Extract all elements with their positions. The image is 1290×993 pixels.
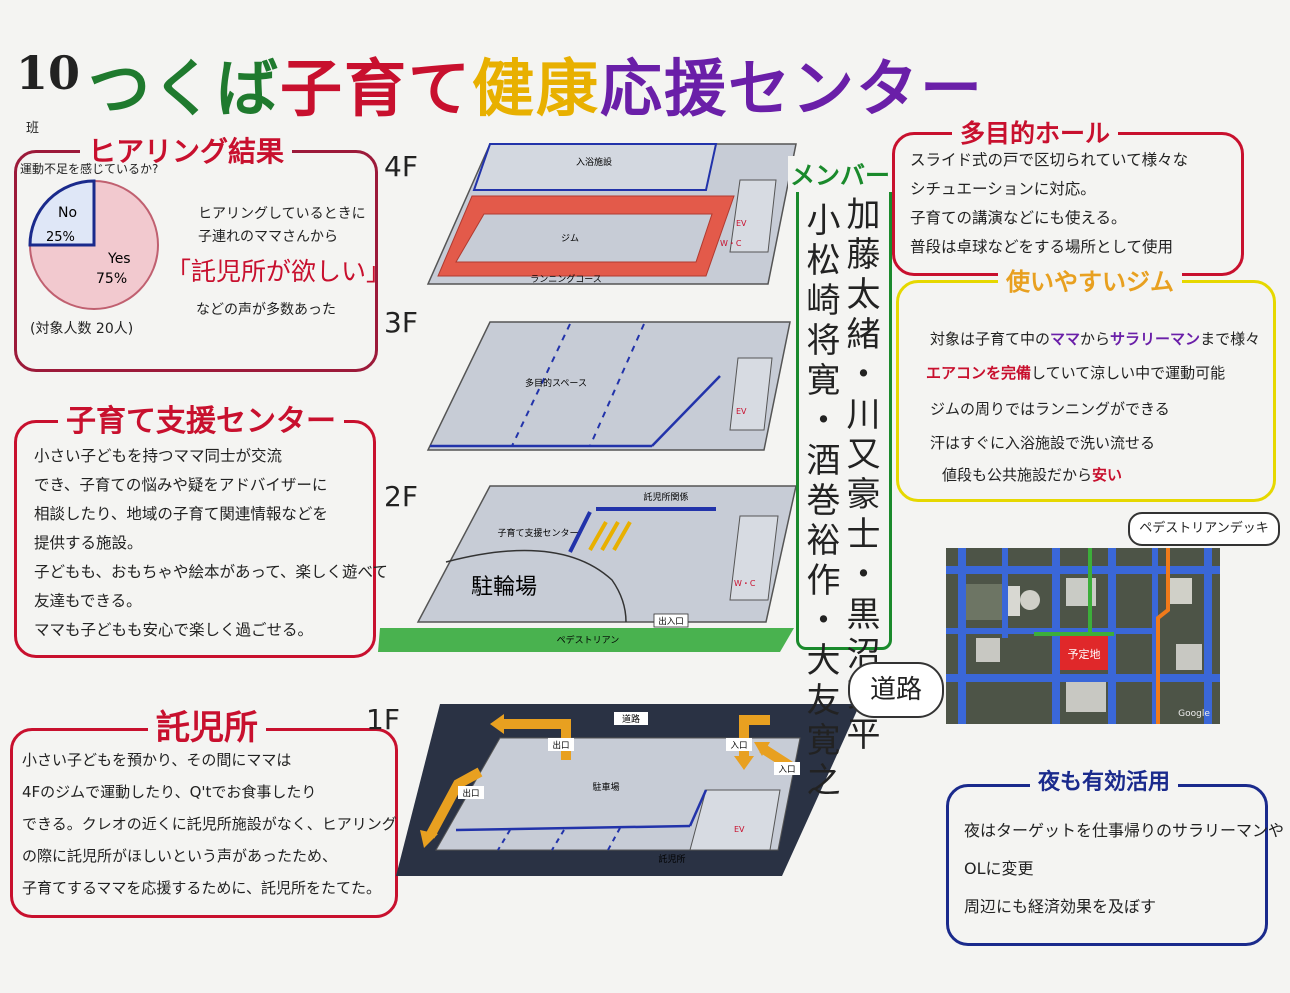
ev-label-1f: EV: [734, 825, 745, 834]
night-text: 夜はターゲットを仕事帰りのサラリーマンや OLに変更 周辺にも経済効果を及ぼす: [964, 821, 1285, 916]
gym-heading: 使いやすいジム: [998, 262, 1182, 297]
ev-label-3f: EV: [736, 407, 747, 416]
deck-callout: ペデストリアンデッキ: [1128, 512, 1280, 546]
support-text: 小さい子どもを持つママ同士が交流 でき、子育ての悩みや疑をアドバイザーに 相談し…: [34, 447, 388, 639]
pedestrian-label: ペデストリアン: [557, 634, 620, 646]
hearing-quote: 「託児所が欲しい」: [166, 257, 392, 286]
road-label-1f: 道路: [622, 713, 640, 725]
ev-wc-block-2f: [729, 515, 779, 601]
gym-line-1d: サラリーマン: [1110, 330, 1201, 348]
bike-parking-label: 駐輪場: [471, 575, 537, 600]
gym-line-2: エアコンを完備していて涼しい中で運動可能: [926, 362, 1225, 383]
ev-wc-block-4f: [729, 179, 777, 253]
road-callout: 道路: [848, 662, 944, 718]
poster-number: 10: [16, 46, 81, 100]
hearing-sample: (対象人数 20人): [30, 321, 134, 337]
title-part-kosodate: 子育て: [280, 52, 473, 125]
floor-2f-plan: 託児所関係 子育て支援センター 駐輪場 出入口 ペデストリアン W・C: [378, 485, 797, 652]
nursery-heading: 託児所: [148, 700, 266, 749]
parking-label: 駐車場: [592, 781, 619, 793]
poster-title: つくば子育て健康応援センター: [88, 38, 984, 128]
entry-label-2: 入口: [778, 765, 795, 775]
hearing-note-3: などの声が多数あった: [196, 302, 336, 318]
members-heading: メンバー: [788, 156, 893, 192]
group-label: 班: [26, 121, 40, 136]
site-label: 予定地: [1068, 647, 1101, 661]
support-label: 子育て支援センター: [497, 527, 578, 539]
pie-no-slice: [28, 179, 96, 247]
pie-no-pct: 25%: [46, 230, 75, 245]
gym-line-1c: から: [1080, 330, 1111, 348]
gym-line-1e: まで様々: [1200, 330, 1261, 348]
floor-label-2f: 2F: [384, 480, 418, 513]
entry-label-1: 入口: [730, 741, 747, 751]
course-label: ランニングコース: [530, 273, 602, 285]
nursery-rel-label: 託児所関係: [643, 491, 688, 503]
pedestrian-bar: [378, 628, 794, 652]
hearing-question: 運動不足を感じているか?: [20, 162, 159, 176]
bath-area: [472, 143, 718, 191]
night-heading: 夜も有効活用: [1030, 764, 1179, 796]
nursery-text: 小さい子どもを預かり、その間にママは 4Fのジムで運動したり、Q'tでお食事した…: [22, 751, 397, 897]
wc-label-4f: W・C: [720, 239, 742, 248]
bath-label: 入浴施設: [576, 156, 612, 168]
pie-yes-label: Yes: [107, 251, 131, 267]
gym-line-5a: 値段も公共施設だから: [942, 466, 1093, 484]
site-map: 予定地 Google: [946, 548, 1220, 724]
members-col-2: 小松崎将寛・酒巻裕作・大友寛之: [800, 202, 840, 802]
multi-space-label: 多目的スペース: [525, 377, 587, 389]
gym-line-2b: していて涼しい中で運動可能: [1031, 364, 1226, 382]
floor-3f-plan: 多目的スペース EV: [426, 321, 791, 451]
hearing-heading: ヒアリング結果: [80, 130, 293, 170]
nursery-label-1f: 託児所: [658, 853, 685, 865]
map-logo: Google: [1178, 709, 1210, 719]
gym-line-1b: ママ: [1050, 330, 1081, 348]
hearing-pie-chart: No 25% Yes 75%: [28, 179, 159, 310]
floor-label-1f: 1F: [366, 703, 400, 736]
support-heading: 子育て支援センター: [58, 396, 344, 440]
floor-1f-plan: 道路 出口 入口 入口 出口 駐車場 託児所 EV: [396, 704, 860, 876]
exit-label-2: 出口: [462, 788, 479, 799]
hearing-note-2: 子連れのママさんから: [198, 229, 338, 245]
ev-wc-block-3f: [729, 357, 773, 431]
hall-heading: 多目的ホール: [952, 114, 1119, 150]
wc-label-2f: W・C: [734, 579, 756, 588]
gym-label: ジム: [561, 233, 579, 244]
gym-line-1: 対象は子育て中のママからサラリーマンまで様々: [930, 328, 1260, 349]
hall-text: スライド式の戸で区切られていて様々な シチュエーションに対応。 子育ての講演など…: [910, 151, 1189, 256]
gym-line-5b: 安い: [1092, 466, 1123, 484]
pie-no-label: No: [58, 205, 77, 221]
floor-4f-plan: 入浴施設 ジム ランニングコース EV W・C: [426, 143, 797, 285]
entrance-label-2f: 出入口: [658, 616, 684, 627]
ev-label-4f: EV: [736, 219, 747, 228]
gym-area: [455, 213, 713, 263]
floor-label-4f: 4F: [384, 150, 418, 183]
gym-line-5: 値段も公共施設だから安い: [942, 464, 1122, 485]
floor-label-3f: 3F: [384, 306, 418, 339]
title-part-tsukuba: つくば: [88, 52, 281, 125]
gym-line-4: 汗はすぐに入浴施設で洗い流せる: [930, 434, 1156, 452]
gym-line-2a: エアコンを完備: [926, 364, 1032, 382]
pie-yes-pct: 75%: [96, 271, 127, 287]
gym-line-1a: 対象は子育て中の: [930, 330, 1051, 348]
gym-line-3: ジムの周りではランニングができる: [930, 400, 1170, 418]
title-part-kenko: 健康: [472, 52, 601, 125]
exit-label-1: 出口: [552, 740, 569, 751]
title-part-ouen: 応援センター: [600, 52, 985, 125]
hearing-note-1: ヒアリングしているときに: [198, 206, 366, 222]
